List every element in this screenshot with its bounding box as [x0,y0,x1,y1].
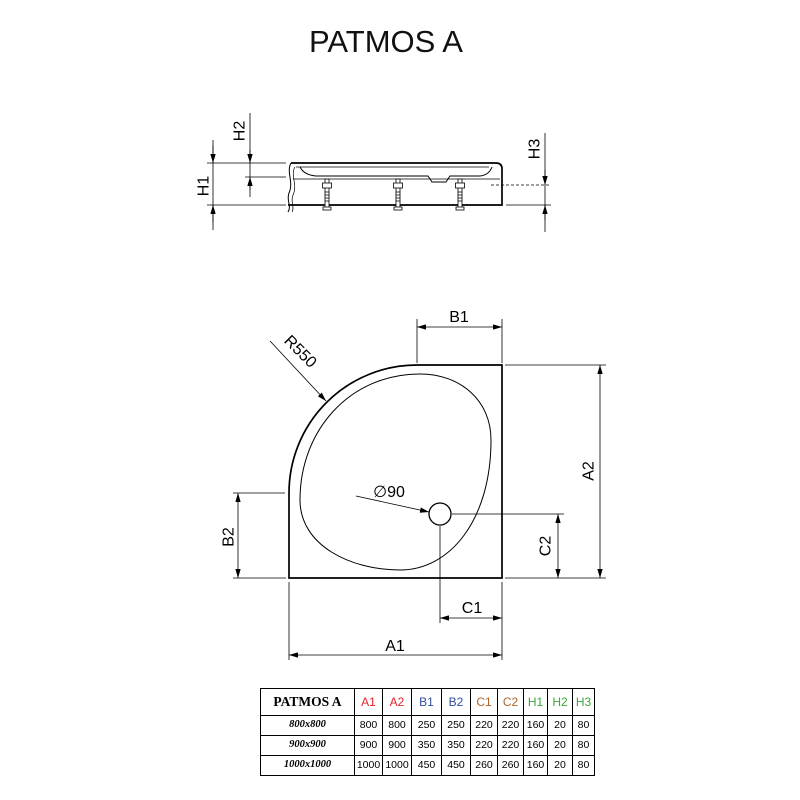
table-row-size: 1000x1000 [260,755,355,776]
table-cell: 80 [572,735,595,756]
table-col-header-h2: H2 [547,688,573,716]
table-cell: 1000 [382,755,412,776]
leg-nut [455,182,465,189]
table-cell: 350 [411,735,442,756]
table-col-header-a2: A2 [382,688,412,716]
adjustable-leg [393,178,403,211]
table-model-header: PATMOS A [260,688,355,716]
table-cell: 250 [411,715,442,736]
leg-foot [322,206,332,211]
table-cell: 350 [441,735,471,756]
table-col-header-a1: A1 [354,688,383,716]
table-cell: 900 [382,735,412,756]
dimensions-table: PATMOS A A1 A2 B1 B2 C1 C2 H1 H2 H3 800x… [260,688,595,776]
table-col-header-b1: B1 [411,688,442,716]
table-cell: 20 [547,755,573,776]
table-header-row: PATMOS A A1 A2 B1 B2 C1 C2 H1 H2 H3 [260,688,595,716]
label-b2: B2 [221,527,238,547]
leg-thread-marks [324,191,330,202]
label-a1: A1 [385,638,405,655]
table-row: 900x900 900 900 350 350 220 220 160 20 8… [260,735,595,756]
adjustable-leg [455,178,465,211]
drawing-title: PATMOS A [309,24,463,59]
leg-nut [322,182,332,189]
table-cell: 20 [547,715,573,736]
table-row-size: 800x800 [260,715,355,736]
table-cell: 800 [382,715,412,736]
side-view-break-line [291,166,296,213]
plan-view: R550 ∅90 B1 A2 C2 B2 C1 A1 [221,309,606,660]
leg-foot [455,206,465,211]
table-cell: 80 [572,715,595,736]
table-cell: 250 [441,715,471,736]
side-view-basin-floor [299,166,493,183]
table-col-header-h1: H1 [523,688,548,716]
table-cell: 220 [497,735,524,756]
label-h1: H1 [196,176,213,197]
leg-nut [393,182,403,189]
tray-basin-outline [299,373,492,571]
table-cell: 1000 [354,755,383,776]
label-h2: H2 [232,121,249,142]
side-view-break-line [287,162,292,213]
label-radius: R550 [280,332,319,371]
table-row: 800x800 800 800 250 250 220 220 160 20 8… [260,715,595,736]
label-c1: C1 [462,600,483,617]
label-drain-diameter: ∅90 [373,484,405,501]
table-cell: 260 [497,755,524,776]
table-cell: 20 [547,735,573,756]
label-h3: H3 [527,139,544,160]
table-cell: 450 [411,755,442,776]
adjustable-leg [322,178,332,211]
table-cell: 220 [470,715,498,736]
label-c2: C2 [538,536,555,557]
drain-leader-line [355,495,430,513]
side-view: H1 H2 H3 [196,113,551,232]
leg-thread-marks [395,191,401,202]
label-b1: B1 [449,309,469,326]
table-col-header-c2: C2 [497,688,524,716]
table-col-header-h3: H3 [572,688,595,716]
table-cell: 800 [354,715,383,736]
radius-leader-line [269,340,327,402]
table-col-header-b2: B2 [441,688,471,716]
table-cell: 260 [470,755,498,776]
table-row-size: 900x900 [260,735,355,756]
tray-outline [288,364,503,579]
table-cell: 160 [523,735,548,756]
table-cell: 450 [441,755,471,776]
table-cell: 900 [354,735,383,756]
side-view-tray-outline [288,162,503,206]
drain-hole [428,502,452,526]
table-cell: 160 [523,755,548,776]
table-cell: 80 [572,755,595,776]
table-cell: 220 [470,735,498,756]
leg-thread-marks [457,191,463,202]
label-a2: A2 [581,461,598,481]
table-col-header-c1: C1 [470,688,498,716]
leg-foot [393,206,403,211]
table-cell: 220 [497,715,524,736]
table-row: 1000x1000 1000 1000 450 450 260 260 160 … [260,755,595,776]
table-cell: 160 [523,715,548,736]
